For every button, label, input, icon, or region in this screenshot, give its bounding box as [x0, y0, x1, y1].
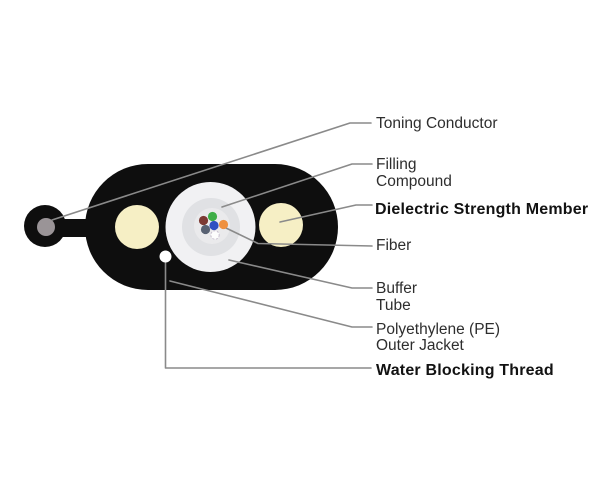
leader-water-blocking-thread — [164, 257, 372, 369]
strength-member-left — [115, 205, 159, 249]
leader-buffer-tube — [228, 259, 373, 289]
label-buffer-tube-line2: Tube — [376, 297, 411, 314]
label-filling-compound-line2: Compound — [376, 173, 452, 190]
leader-fiber — [225, 227, 373, 247]
water-blocking-thread-dot — [159, 250, 172, 263]
blue-fiber — [209, 220, 219, 231]
white-fiber — [210, 230, 220, 240]
label-pe-outer-jacket-line1: Polyethylene (PE) — [376, 321, 500, 338]
leader-filling-compound — [221, 163, 373, 208]
label-dielectric-strength-member: Dielectric Strength Member — [375, 201, 588, 218]
label-water-blocking-thread: Water Blocking Thread — [376, 362, 554, 379]
label-filling-compound-line1: Filling — [376, 156, 416, 173]
leader-toning-conductor — [51, 122, 372, 221]
label-pe-outer-jacket-line2: Outer Jacket — [376, 337, 465, 354]
slate-fiber — [200, 224, 211, 235]
label-buffer-tube-line1: Buffer — [376, 280, 417, 297]
orange-fiber — [218, 219, 229, 230]
leader-pe-outer-jacket — [169, 280, 373, 328]
brown-fiber — [198, 215, 209, 226]
label-fiber: Fiber — [376, 237, 411, 254]
leader-dielectric-strength-member — [279, 204, 373, 223]
label-toning-conductor: Toning Conductor — [376, 115, 498, 132]
strength-member-right — [259, 203, 303, 247]
toning-conductor-metal — [37, 218, 55, 236]
green-fiber — [207, 211, 218, 222]
